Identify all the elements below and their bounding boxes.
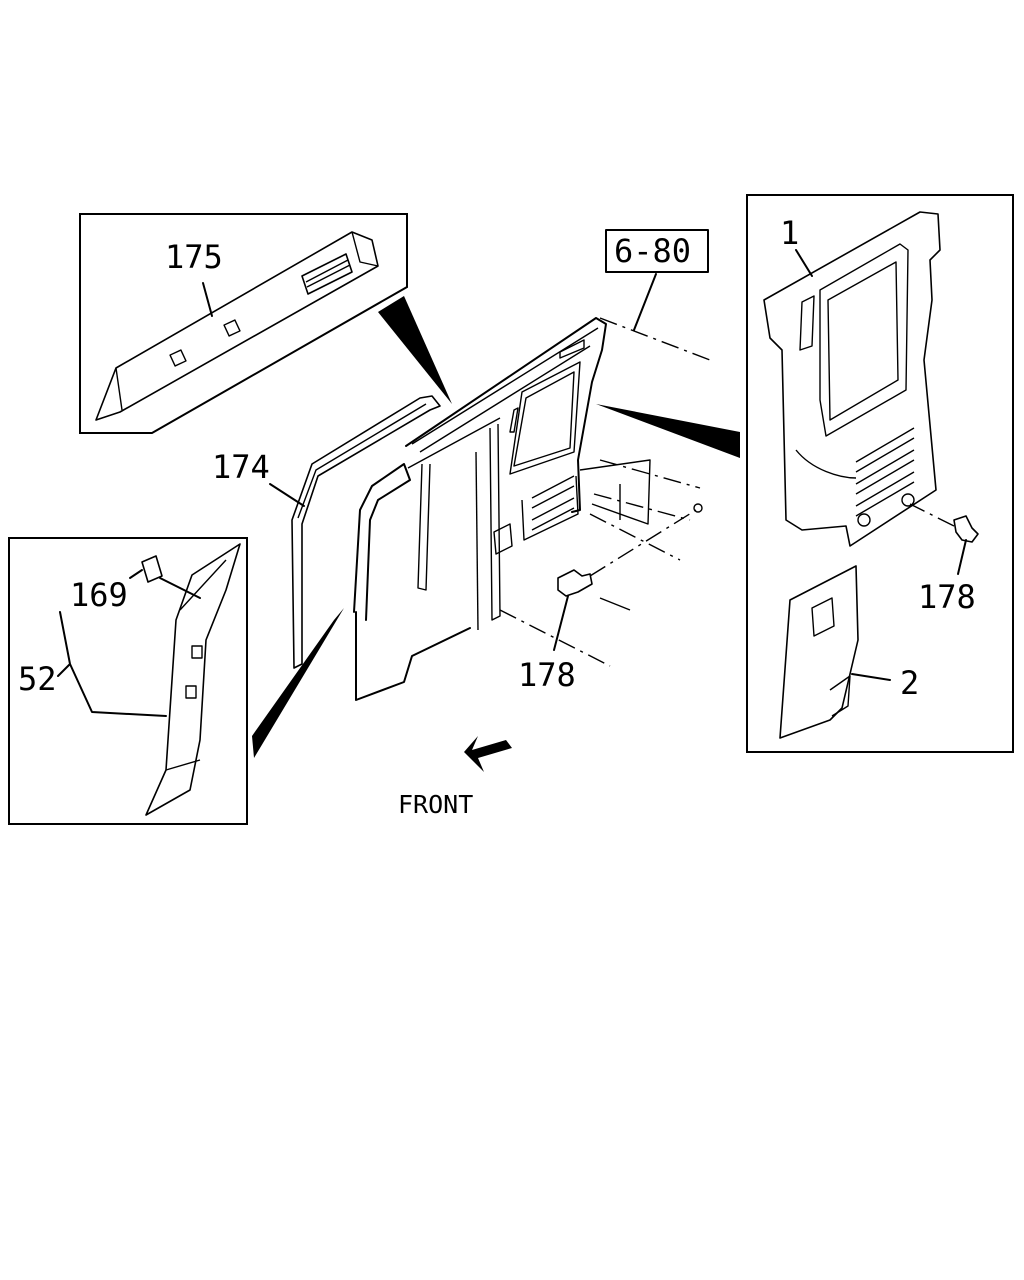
front-label: FRONT bbox=[398, 790, 473, 819]
label-1: 1 bbox=[780, 214, 799, 252]
callout-wedge-175 bbox=[378, 296, 452, 404]
bolt-178-left[interactable] bbox=[557, 569, 593, 597]
label-174: 174 bbox=[212, 448, 270, 486]
callout-wedge-1 bbox=[596, 404, 740, 458]
front-arrow-icon bbox=[464, 736, 512, 772]
label-178-left: 178 bbox=[518, 656, 576, 694]
weatherstrip-174[interactable] bbox=[291, 395, 441, 669]
clip-169[interactable] bbox=[141, 555, 163, 583]
label-178-right: 178 bbox=[918, 578, 976, 616]
pillar-trim-52[interactable] bbox=[145, 543, 241, 816]
cab-body: 174 178 bbox=[212, 317, 711, 701]
inset-1-2: 178 1 2 bbox=[746, 194, 1014, 753]
label-169: 169 bbox=[70, 576, 128, 614]
label-175: 175 bbox=[165, 238, 223, 276]
label-52: 52 bbox=[18, 660, 57, 698]
ref-label: 6-80 bbox=[614, 232, 691, 270]
callout-wedge-52 bbox=[252, 608, 344, 758]
inset-52-169: 169 52 bbox=[8, 537, 248, 825]
front-indicator: FRONT bbox=[398, 736, 512, 819]
inset-175: 175 bbox=[79, 213, 408, 434]
label-2: 2 bbox=[900, 664, 919, 702]
bolt-178-right[interactable] bbox=[953, 515, 979, 543]
panel-2[interactable] bbox=[779, 565, 859, 739]
ref-6-80[interactable]: 6-80 bbox=[605, 229, 709, 331]
